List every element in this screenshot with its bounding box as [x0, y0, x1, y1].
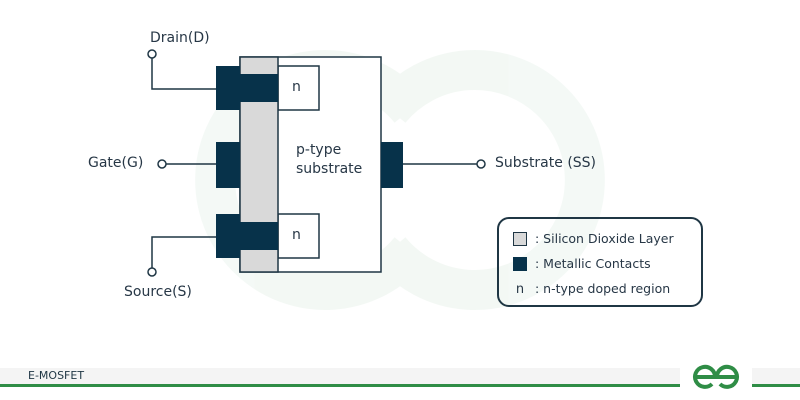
legend-item-metal: : Metallic Contacts [513, 256, 651, 271]
gfg-logo-icon [693, 364, 739, 389]
gate-label: Gate(G) [88, 155, 144, 171]
gate-terminal-icon [157, 159, 167, 169]
substrate-terminal-icon [476, 159, 486, 169]
source-contact-extension [240, 222, 278, 250]
substrate-label: Substrate (SS) [495, 155, 597, 171]
legend-item-oxide: : Silicon Dioxide Layer [513, 231, 674, 246]
legend: : Silicon Dioxide Layer : Metallic Conta… [497, 217, 703, 307]
n-region-bottom-label: n [292, 227, 301, 243]
legend-label: : Silicon Dioxide Layer [535, 231, 674, 246]
substrate-type-label-1: p-type [296, 142, 342, 158]
source-terminal-icon [147, 267, 157, 277]
legend-label: : n-type doped region [535, 281, 671, 296]
drain-label: Drain(D) [150, 30, 210, 46]
source-contact [216, 214, 240, 258]
substrate-type-label-2: substrate [296, 161, 363, 177]
drain-contact-extension [240, 74, 278, 102]
n-region-top [277, 65, 320, 111]
drain-terminal-icon [147, 49, 157, 59]
drain-contact [216, 66, 240, 110]
legend-label: : Metallic Contacts [535, 256, 651, 271]
footer-bar [0, 368, 800, 384]
source-wire [151, 236, 216, 268]
source-label: Source(S) [124, 284, 192, 300]
drain-wire [151, 58, 216, 90]
footer-line [0, 384, 800, 387]
n-symbol: n [515, 281, 525, 297]
gfg-logo [680, 360, 752, 394]
n-region-top-label: n [292, 79, 301, 95]
legend-item-n: n : n-type doped region [513, 281, 671, 297]
substrate-contact [381, 142, 403, 188]
oxide-swatch-icon [513, 231, 527, 246]
footer-caption: E-MOSFET [28, 369, 85, 382]
gate-contact [216, 142, 240, 188]
metal-swatch-icon [513, 256, 527, 271]
